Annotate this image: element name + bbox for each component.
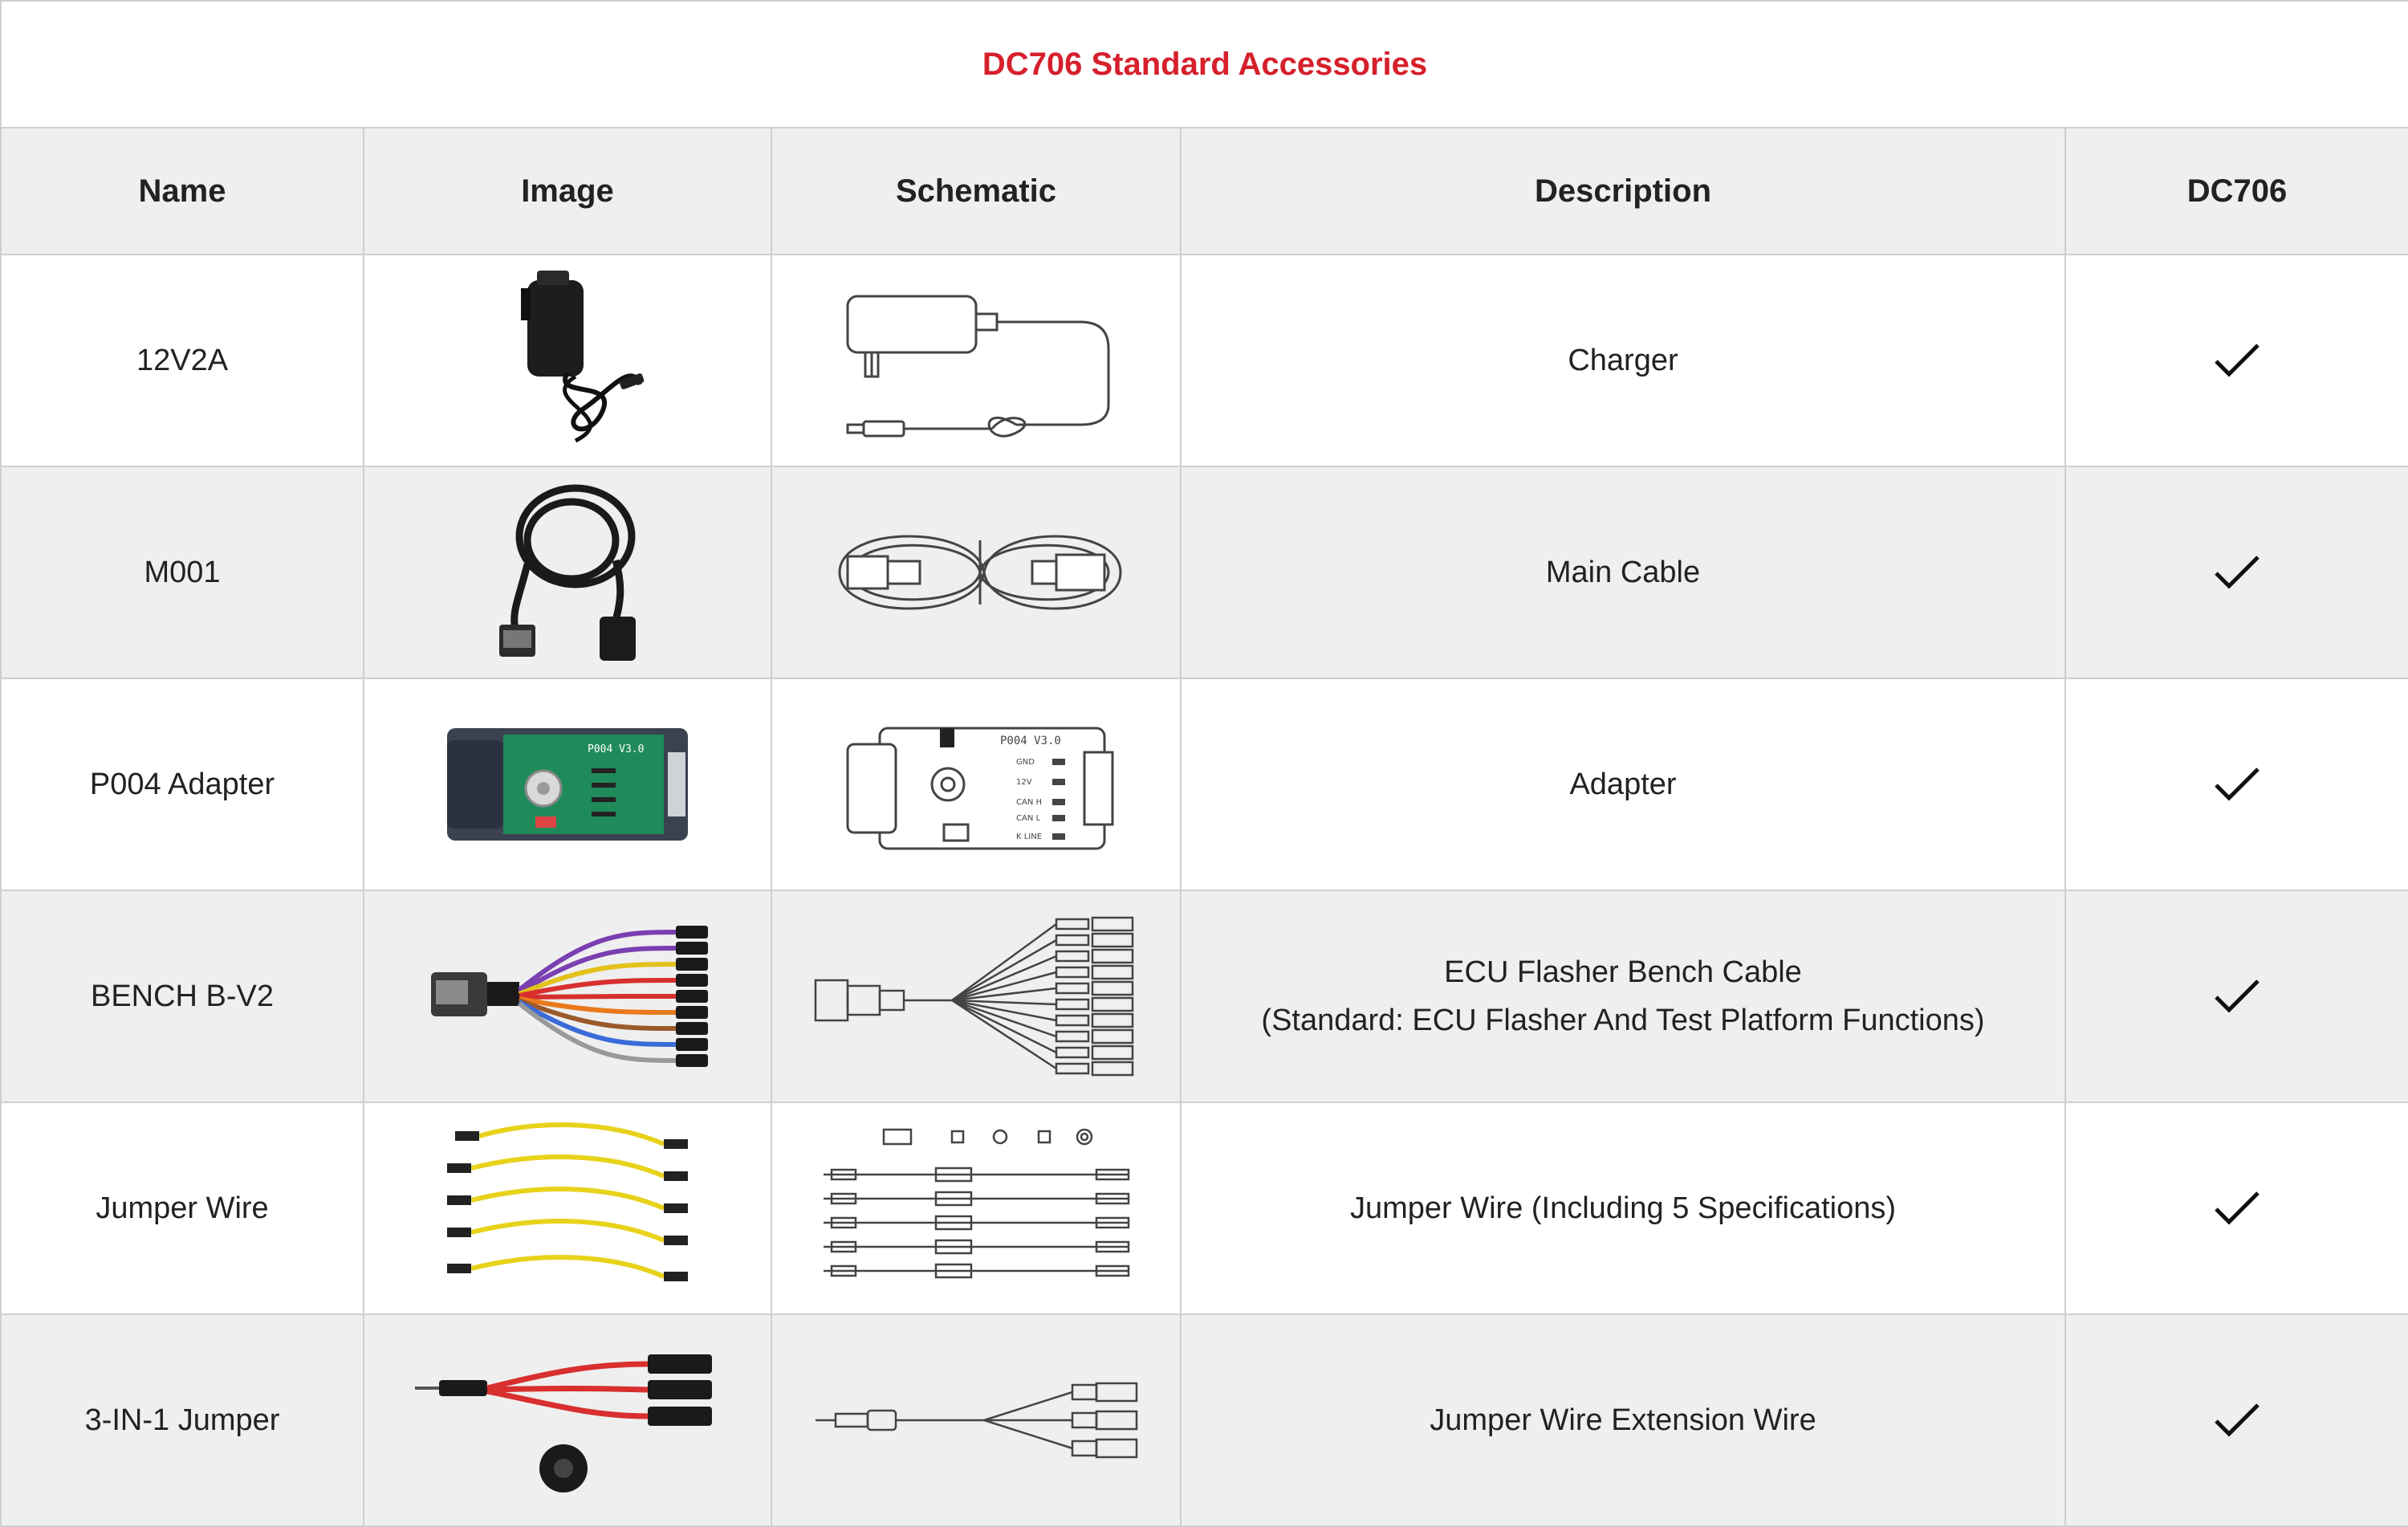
adapter-board-schematic-icon: P004 V3.0 GND 12V CAN H CAN L K LINE bbox=[846, 727, 1114, 850]
description-text: Adapter bbox=[1569, 768, 1677, 801]
included-cell bbox=[2064, 1313, 2408, 1527]
row-description: Jumper Wire Extension Wire bbox=[1180, 1313, 2066, 1527]
row-name: BENCH B-V2 bbox=[0, 890, 364, 1103]
description-text: ECU Flasher Bench Cable bbox=[1444, 955, 1802, 989]
row-name: 12V2A bbox=[0, 254, 364, 467]
row-description: Charger bbox=[1180, 254, 2066, 467]
pin-label: 12V bbox=[1016, 778, 1032, 787]
pin-label: CAN H bbox=[1016, 798, 1042, 807]
row-description: ECU Flasher Bench Cable (Standard: ECU F… bbox=[1180, 890, 2066, 1103]
checkmark-icon bbox=[2215, 556, 2260, 589]
description-text: Jumper Wire Extension Wire bbox=[1430, 1403, 1816, 1437]
checkmark-icon bbox=[2215, 344, 2260, 377]
table-row: BENCH B-V2 bbox=[0, 890, 2408, 1103]
description-text: Charger bbox=[1568, 344, 1678, 377]
three-in-one-jumper-schematic-icon bbox=[816, 1382, 1138, 1459]
power-adapter-schematic-icon bbox=[846, 295, 1110, 438]
three-in-one-jumper-icon bbox=[415, 1354, 712, 1492]
table-row: M001 bbox=[0, 466, 2408, 679]
title-cell: DC706 Standard Accessories bbox=[0, 0, 2408, 128]
adapter-board-icon: P004 V3.0 bbox=[447, 728, 688, 841]
included-cell bbox=[2064, 254, 2408, 467]
column-header-name: Name bbox=[0, 127, 364, 255]
board-label: P004 V3.0 bbox=[588, 743, 644, 755]
row-name: P004 Adapter bbox=[0, 678, 364, 891]
checkmark-icon bbox=[2215, 979, 2260, 1013]
table-row: 3-IN-1 Jumper bbox=[0, 1313, 2408, 1527]
row-name: Jumper Wire bbox=[0, 1101, 364, 1315]
pin-label: K LINE bbox=[1016, 833, 1042, 841]
column-header-description: Description bbox=[1180, 127, 2066, 255]
row-description: Main Cable bbox=[1180, 466, 2066, 679]
table-row: Jumper Wire bbox=[0, 1101, 2408, 1315]
pin-label: CAN L bbox=[1016, 814, 1040, 823]
header-row: Name Image Schematic Description DC706 bbox=[0, 127, 2408, 255]
table-row: P004 Adapter P004 V3.0 bbox=[0, 678, 2408, 891]
checkmark-icon bbox=[2215, 768, 2260, 801]
description-subtext: (Standard: ECU Flasher And Test Platform… bbox=[1261, 1004, 1985, 1037]
jumper-wires-icon bbox=[447, 1122, 688, 1281]
page-title: DC706 Standard Accessories bbox=[982, 46, 1428, 82]
schematic-board-label: P004 V3.0 bbox=[1000, 735, 1061, 747]
column-header-schematic: Schematic bbox=[771, 127, 1182, 255]
included-cell bbox=[2064, 678, 2408, 891]
bench-cable-schematic-icon bbox=[814, 916, 1134, 1077]
included-cell bbox=[2064, 1101, 2408, 1315]
jumper-wires-schematic-icon bbox=[824, 1128, 1130, 1279]
table-row: 12V2A bbox=[0, 254, 2408, 467]
description-text: Jumper Wire (Including 5 Specifications) bbox=[1349, 1191, 1897, 1225]
main-cable-icon bbox=[499, 484, 636, 661]
checkmark-icon bbox=[2215, 1191, 2260, 1225]
checkmark-icon bbox=[2215, 1403, 2260, 1437]
row-description: Adapter bbox=[1180, 678, 2066, 891]
row-description: Jumper Wire (Including 5 Specifications) bbox=[1180, 1101, 2066, 1315]
description-text: Main Cable bbox=[1545, 556, 1701, 589]
power-adapter-icon bbox=[521, 271, 645, 443]
pin-label: GND bbox=[1016, 758, 1035, 767]
row-name: M001 bbox=[0, 466, 364, 679]
main-cable-schematic-icon bbox=[838, 535, 1122, 610]
row-name: 3-IN-1 Jumper bbox=[0, 1313, 364, 1527]
included-cell bbox=[2064, 890, 2408, 1103]
column-header-image: Image bbox=[363, 127, 772, 255]
bench-cable-icon bbox=[431, 926, 708, 1067]
included-cell bbox=[2064, 466, 2408, 679]
column-header-model: DC706 bbox=[2064, 127, 2408, 255]
